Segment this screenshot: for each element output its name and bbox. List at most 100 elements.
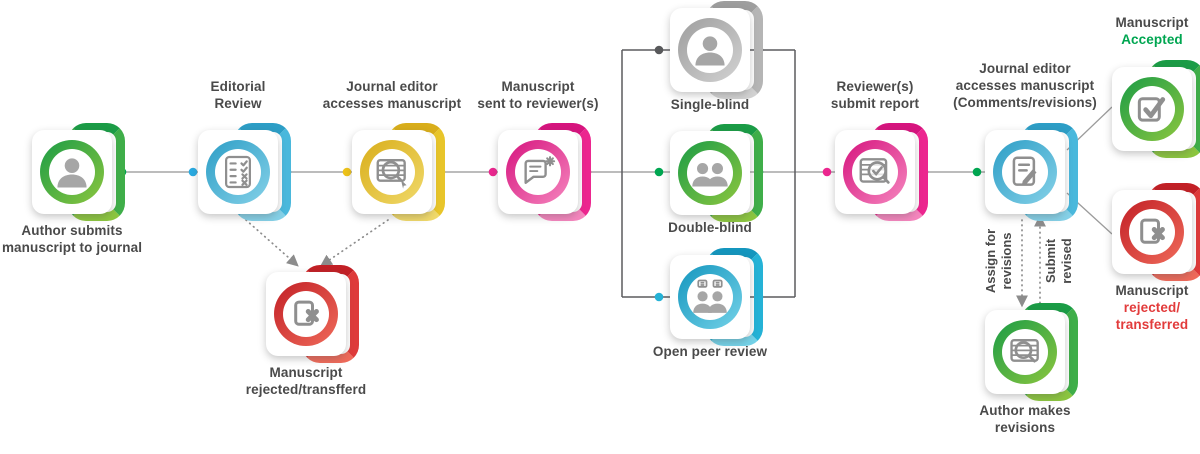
label-author-makes-revisions: Author makes revisions — [950, 402, 1100, 436]
label-manuscript-rejected-mid: Manuscript rejected/transfferd — [206, 364, 406, 398]
node-ring — [678, 141, 742, 205]
label-line: Reviewer(s) — [836, 79, 914, 94]
label-line: Editorial — [210, 79, 266, 94]
node-editor-accesses-manuscript — [352, 123, 445, 221]
node-ring — [678, 18, 742, 82]
label-line: Manuscript — [269, 365, 343, 380]
node-editor-comments-revisions — [985, 123, 1078, 221]
label-double-blind: Double-blind — [640, 219, 780, 236]
dotted-arrow — [320, 219, 389, 267]
label-line: transferred — [1115, 317, 1189, 332]
connector-dot — [972, 167, 982, 177]
node-ring — [1120, 200, 1184, 264]
node-card — [1112, 67, 1192, 151]
node-ring — [274, 282, 338, 346]
label-line: Submit — [1043, 238, 1058, 284]
label-line: Open peer review — [652, 344, 768, 359]
node-ring-inner — [687, 274, 733, 320]
label-line: Assign for — [983, 228, 998, 294]
label-line: Author makes — [979, 403, 1071, 418]
label-line: revisions — [999, 232, 1014, 290]
label-line: Double-blind — [668, 220, 752, 235]
label-line: (Comments/revisions) — [953, 95, 1097, 110]
node-double-blind — [670, 124, 763, 222]
node-open-peer-review — [670, 248, 763, 346]
node-editorial-review — [198, 123, 291, 221]
label-line: Manuscript — [1115, 283, 1189, 298]
connector-dot — [342, 167, 352, 177]
label-line: rejected/ — [1123, 300, 1181, 315]
node-ring-inner — [1129, 209, 1175, 255]
doc-search-cursor-icon — [373, 153, 411, 191]
label-line: manuscript to journal — [1, 240, 143, 255]
connector-dot — [488, 167, 498, 177]
label-line: Review — [214, 96, 262, 111]
label-open-peer-review: Open peer review — [625, 343, 795, 360]
label-manuscript-rejected-transferred: Manuscript rejected/transferred — [1092, 282, 1200, 333]
node-reviewers-submit-report — [835, 123, 928, 221]
doc-x-icon — [287, 295, 325, 333]
node-ring-inner — [687, 150, 733, 196]
label-reviewers-submit-report: Reviewer(s)submit report — [800, 78, 950, 112]
node-ring — [993, 140, 1057, 204]
label-line: sent to reviewer(s) — [477, 96, 599, 111]
node-ring-inner — [283, 291, 329, 337]
node-ring — [993, 320, 1057, 384]
label-single-blind: Single-blind — [640, 96, 780, 113]
report-check-icon — [856, 153, 894, 191]
person-icon — [53, 153, 91, 191]
doc-search-icon — [1006, 333, 1044, 371]
node-ring-inner — [1129, 86, 1175, 132]
node-card — [670, 131, 750, 215]
label-line: accesses manuscript — [955, 78, 1095, 93]
label-editor-accesses-manuscript: Journal editor accesses manuscript — [302, 78, 482, 112]
persons-icon — [691, 154, 729, 192]
node-author-makes-revisions — [985, 303, 1078, 401]
label-line: Journal editor — [979, 61, 1071, 76]
label-author-submits: Author submits manuscript to journal — [0, 222, 162, 256]
node-card — [985, 310, 1065, 394]
person-icon — [691, 31, 729, 69]
connector-dot — [188, 167, 198, 177]
node-ring — [206, 140, 270, 204]
persons-chat-icon — [691, 278, 729, 316]
node-manuscript-rejected-mid — [266, 265, 359, 363]
node-manuscript-sent-to-reviewers — [498, 123, 591, 221]
label-line: Author submits — [21, 223, 123, 238]
label-editor-comments-revisions: Journal editor accesses manuscript (Commen… — [930, 60, 1120, 111]
node-ring-inner — [852, 149, 898, 195]
label-line: rejected/transfferd — [245, 382, 367, 397]
node-ring — [506, 140, 570, 204]
connector-dot — [654, 167, 664, 177]
node-card — [835, 130, 915, 214]
node-ring-inner — [1002, 329, 1048, 375]
node-ring — [1120, 77, 1184, 141]
label-line: accesses manuscript — [322, 96, 462, 111]
node-ring — [360, 140, 424, 204]
label-line: revisions — [994, 420, 1056, 435]
node-single-blind — [670, 1, 763, 99]
node-ring-inner — [369, 149, 415, 195]
node-ring — [843, 140, 907, 204]
node-card — [352, 130, 432, 214]
node-card — [985, 130, 1065, 214]
checklist-icon — [219, 153, 257, 191]
connector-dot — [654, 292, 664, 302]
node-ring-inner — [1002, 149, 1048, 195]
label-line: Manuscript — [1115, 15, 1189, 30]
node-manuscript-accepted — [1112, 60, 1200, 158]
node-card — [32, 130, 112, 214]
connector-dot — [654, 45, 664, 55]
label-line: revised — [1059, 238, 1074, 284]
dotted-arrow — [245, 219, 299, 267]
label-line: Journal editor — [346, 79, 438, 94]
node-ring-inner — [515, 149, 561, 195]
node-manuscript-rejected-transferred — [1112, 183, 1200, 281]
label-line: Single-blind — [670, 97, 750, 112]
doc-pencil-icon — [1006, 153, 1044, 191]
